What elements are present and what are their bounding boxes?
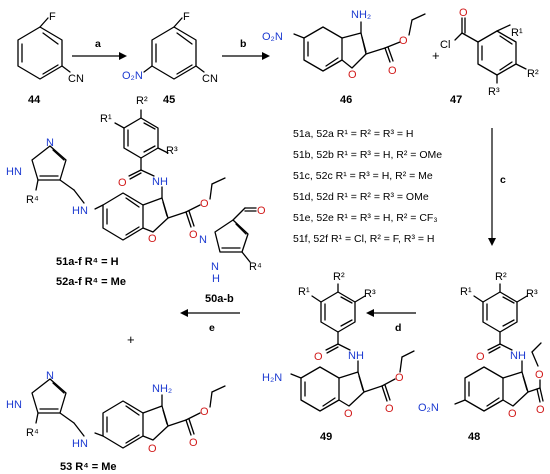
atom-O: O — [200, 198, 209, 210]
atom-F: F — [49, 11, 56, 23]
atom-O: O — [118, 177, 127, 189]
atom-R4: R⁴ — [26, 427, 39, 439]
compound-44: F CN 44 — [17, 11, 84, 106]
label-50: 50a-b — [205, 293, 234, 305]
label-53: 53 R⁴ = Me — [60, 461, 117, 473]
atom-R2: R² — [333, 271, 345, 283]
condition-a: a — [95, 38, 101, 50]
atom-N: N — [199, 234, 207, 246]
substituent-table: 51a, 52a R¹ = R² = R³ = H 51b, 52b R¹ = … — [293, 128, 442, 245]
label-47: 47 — [450, 94, 462, 106]
atom-O: O — [395, 372, 404, 384]
atom-R3: R³ — [488, 86, 500, 98]
label-51: 51a-f R⁴ = H — [56, 256, 119, 268]
arrow-b: b — [222, 38, 270, 60]
compound-47: O Cl R¹ R² R³ 47 — [440, 7, 539, 106]
atom-HN: HN — [6, 166, 22, 178]
atom-O: O — [535, 369, 544, 381]
arrow-c: c — [488, 128, 506, 246]
condition-b: b — [240, 38, 246, 50]
compound-45: F CN O₂N 45 — [122, 11, 218, 106]
atom-O: O — [148, 443, 157, 455]
atom-R1: R¹ — [460, 286, 472, 298]
plus-sign: + — [127, 332, 135, 347]
atom-O: O — [344, 408, 353, 420]
compound-53: N HN R⁴ HN O NH₂ O O 53 R⁴ = Me — [6, 370, 226, 473]
condition-d: d — [395, 322, 401, 334]
atom-R1: R¹ — [511, 27, 523, 39]
table-row: 51f, 52f R¹ = Cl, R² = F, R³ = H — [293, 233, 435, 245]
compound-46: O₂N NH₂ O O O 46 — [262, 9, 426, 106]
arrow-a: a — [72, 38, 127, 60]
atom-NH2: NH₂ — [152, 383, 172, 395]
atom-CN: CN — [202, 73, 218, 85]
label-48: 48 — [468, 431, 480, 443]
atom-N: N — [46, 137, 54, 149]
condition-e: e — [209, 322, 215, 334]
atom-O: O — [536, 404, 545, 416]
atom-N: N — [211, 261, 219, 273]
label-49: 49 — [320, 431, 332, 443]
atom-O: O — [148, 233, 157, 245]
atom-R4: R⁴ — [26, 194, 39, 206]
atom-O: O — [189, 437, 198, 449]
table-row: 51e, 52e R¹ = R³ = H, R² = CF₃ — [293, 212, 438, 224]
table-row: 51a, 52a R¹ = R² = R³ = H — [293, 128, 414, 140]
compound-49: H₂N O O O NH O R¹ R² R³ 49 — [262, 271, 415, 443]
atom-NH: NH — [510, 350, 526, 362]
atom-O: O — [476, 351, 485, 363]
label-44: 44 — [28, 94, 41, 106]
atom-Cl: Cl — [440, 39, 450, 51]
label-52: 52a-f R⁴ = Me — [56, 276, 126, 288]
plus-sign: + — [432, 48, 440, 63]
atom-HN: HN — [72, 438, 88, 450]
atom-N: N — [46, 370, 54, 382]
condition-c: c — [500, 174, 506, 186]
arrow-d: d — [366, 309, 416, 334]
atom-R1: R¹ — [298, 286, 310, 298]
atom-HN: HN — [72, 205, 88, 217]
atom-R3: R³ — [364, 288, 376, 300]
atom-NH: NH — [152, 176, 168, 188]
label-45: 45 — [163, 94, 175, 106]
atom-O: O — [200, 406, 209, 418]
atom-O: O — [314, 351, 323, 363]
atom-NH: NH — [348, 350, 364, 362]
table-row: 51c, 52c R¹ = R³ = H, R² = Me — [293, 170, 433, 182]
atom-R3: R³ — [166, 145, 178, 157]
atom-O: O — [508, 408, 517, 420]
atom-H: H — [212, 273, 220, 285]
atom-R1: R¹ — [100, 113, 112, 125]
atom-O: O — [399, 35, 408, 47]
atom-O2N: O₂N — [418, 402, 439, 414]
atom-O: O — [348, 69, 357, 81]
arrow-e: e — [180, 309, 240, 334]
table-row: 51b, 52b R¹ = R³ = H, R² = OMe — [293, 149, 442, 161]
atom-O: O — [257, 205, 266, 217]
atom-O: O — [459, 7, 468, 19]
atom-F: F — [183, 11, 190, 23]
atom-O: O — [388, 65, 397, 77]
atom-O2N: O₂N — [262, 31, 283, 43]
atom-H2N: H₂N — [262, 372, 282, 384]
atom-R2: R² — [495, 271, 507, 283]
compound-48: O₂N O O O NH O R¹ R² R³ 48 — [418, 271, 545, 443]
label-46: 46 — [340, 94, 352, 106]
table-row: 51d, 52d R¹ = R² = R³ = OMe — [293, 191, 429, 203]
atom-HN: HN — [6, 399, 22, 411]
atom-O: O — [385, 403, 394, 415]
atom-R2: R² — [527, 68, 539, 80]
atom-NH2: NH₂ — [351, 9, 371, 21]
atom-R4: R⁴ — [249, 261, 262, 273]
atom-R3: R³ — [526, 288, 538, 300]
atom-O: O — [189, 229, 198, 241]
atom-CN: CN — [68, 73, 84, 85]
atom-R2: R² — [136, 95, 148, 107]
atom-O2N: O₂N — [122, 70, 143, 82]
compound-51-52: N HN R⁴ HN O O O NH O R¹ — [6, 95, 226, 288]
compound-50: N N H O R⁴ 50a-b — [199, 205, 266, 305]
